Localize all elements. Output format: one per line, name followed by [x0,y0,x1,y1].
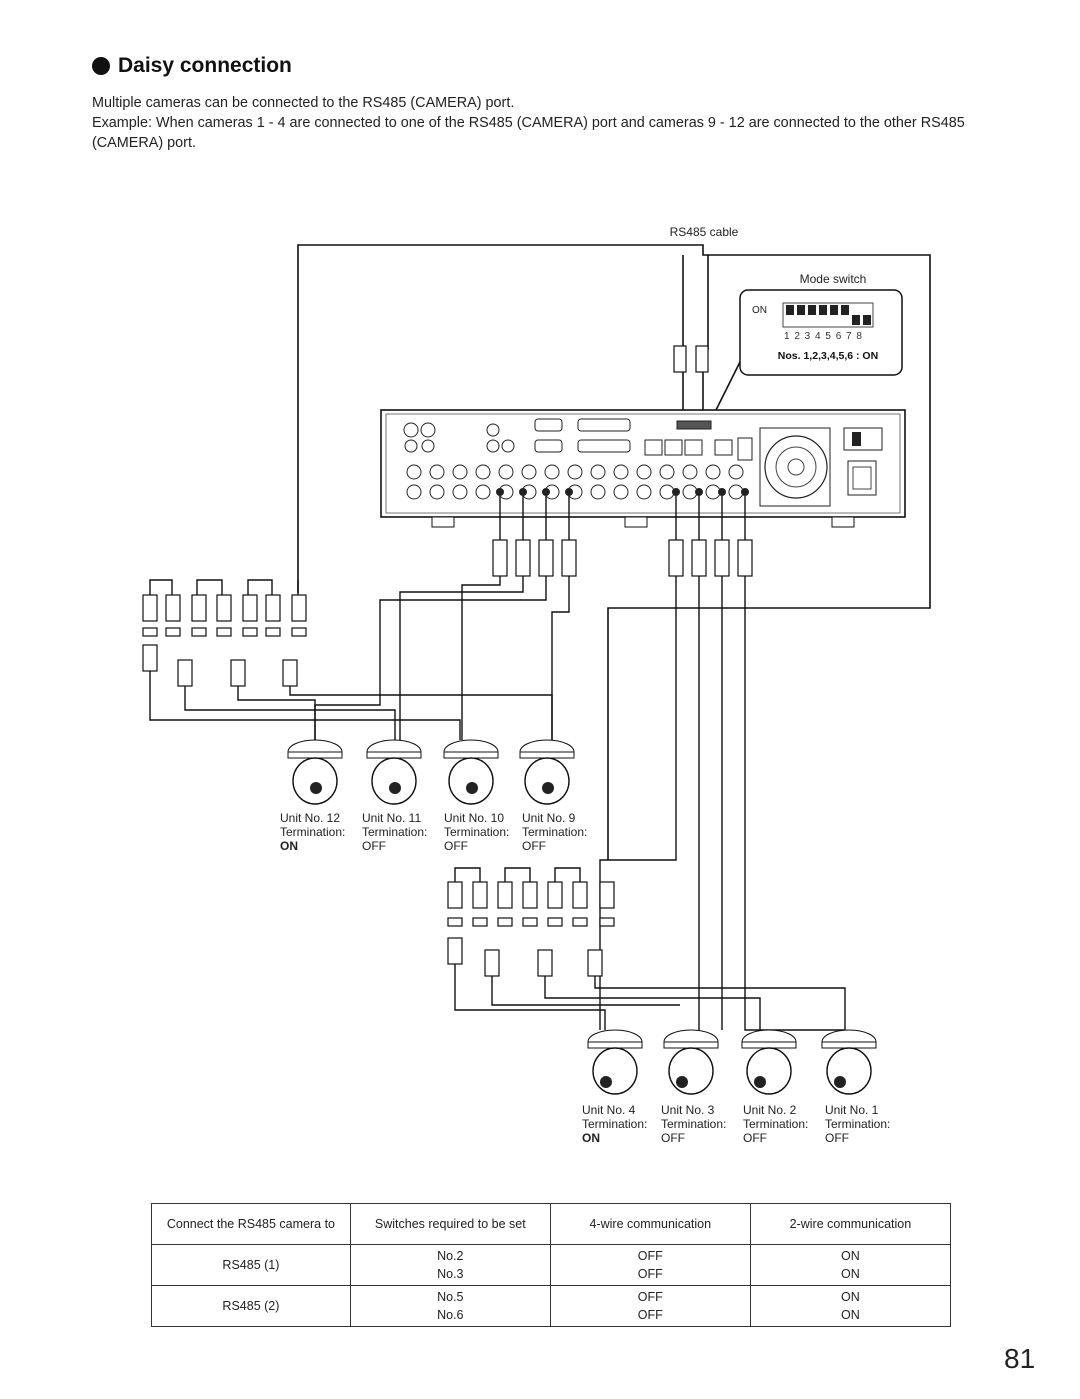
bnc-connector-group [492,539,753,577]
column-header-port: Connect the RS485 camera to [151,1203,351,1245]
two-wire-value: ON [841,1249,860,1263]
camera-label-termination: Termination: [362,825,427,839]
four-wire-value: OFF [637,1267,663,1281]
camera-label-state: OFF [743,1131,767,1145]
camera-label-termination: Termination: [522,825,587,839]
column-header-2-wire: 2-wire communication [749,1203,952,1245]
camera-label-termination: Termination: [661,1117,726,1131]
mode-switch-panel: Mode switch ON 1 2 3 4 5 6 7 8 Nos. 1,2,… [739,272,903,376]
camera-unit-11 [366,739,422,805]
rs485-cable-label: RS485 cable [670,225,739,239]
switch-value: No.3 [437,1267,464,1281]
dip-switch-bank [782,302,874,328]
camera-label-termination: Termination: [825,1117,890,1131]
cell-switches: No.2 No.3 [349,1244,551,1286]
column-header-4-wire: 4-wire communication [549,1203,751,1245]
camera-unit-1 [821,1029,877,1095]
camera-label-state: ON [280,839,298,853]
two-wire-value: ON [841,1290,860,1304]
cell-port: RS485 (2) [151,1285,351,1327]
four-wire-value: OFF [637,1249,663,1263]
four-wire-value: OFF [637,1308,663,1322]
camera-label-state: OFF [661,1131,685,1145]
section-heading: Daisy connection [92,54,292,78]
table-header-row: Connect the RS485 camera to Switches req… [151,1203,952,1245]
cell-4-wire: OFF OFF [549,1285,751,1327]
camera-label-unit: Unit No. 2 [743,1103,797,1117]
camera-label-unit: Unit No. 12 [280,811,340,825]
switch-settings-table: Connect the RS485 camera to Switches req… [151,1203,952,1327]
switch-value: No.6 [437,1308,464,1322]
intro-line-1: Multiple cameras can be connected to the… [92,95,515,111]
camera-label-termination: Termination: [743,1117,808,1131]
camera-label-state: OFF [444,839,468,853]
camera-unit-9 [519,739,575,805]
table-row: RS485 (1) No.2 No.3 OFF OFF ON ON [151,1244,952,1286]
camera-label-unit: Unit No. 10 [444,811,504,825]
camera-unit-3 [663,1029,719,1095]
mode-switch-numbers: 1 2 3 4 5 6 7 8 [784,331,863,342]
cell-switches: No.5 No.6 [349,1285,551,1327]
page-number: 81 [1004,1343,1036,1374]
camera-label-unit: Unit No. 3 [661,1103,715,1117]
camera-label-unit: Unit No. 4 [582,1103,636,1117]
camera-label-state: OFF [825,1131,849,1145]
camera-label-unit: Unit No. 1 [825,1103,879,1117]
switch-value: No.5 [437,1290,464,1304]
two-wire-value: ON [841,1308,860,1322]
recorder-rear-panel [380,409,906,528]
mode-switch-title: Mode switch [800,272,867,286]
camera-unit-2 [741,1029,797,1095]
camera-label-unit: Unit No. 9 [522,811,576,825]
camera-label-state: OFF [522,839,546,853]
camera-label-state: OFF [362,839,386,853]
bullet-icon [92,57,110,75]
camera-label-termination: Termination: [582,1117,647,1131]
column-header-switches: Switches required to be set [349,1203,551,1245]
camera-label-unit: Unit No. 11 [362,811,421,825]
rs485-plug-pair [673,345,709,373]
camera-label-state: ON [582,1131,600,1145]
camera-unit-10 [443,739,499,805]
table-row: RS485 (2) No.5 No.6 OFF OFF ON ON [151,1285,952,1327]
cell-4-wire: OFF OFF [549,1244,751,1286]
cell-2-wire: ON ON [749,1285,952,1327]
intro-line-2: Example: When cameras 1 - 4 are connecte… [92,115,965,151]
switch-value: No.2 [437,1249,464,1263]
mode-switch-on-label: ON [752,305,767,316]
cell-2-wire: ON ON [749,1244,952,1286]
heading-title: Daisy connection [118,54,292,77]
two-wire-value: ON [841,1267,860,1281]
camera-unit-12 [287,739,343,805]
camera-label-termination: Termination: [444,825,509,839]
four-wire-value: OFF [637,1290,663,1304]
mode-switch-note: Nos. 1,2,3,4,5,6 : ON [778,350,878,362]
switch-settings-table-wrap: Connect the RS485 camera to Switches req… [151,1203,952,1327]
cell-port: RS485 (1) [151,1244,351,1286]
camera-unit-4 [587,1029,643,1095]
lower-daisy-chain [447,867,846,1030]
camera-label-termination: Termination: [280,825,345,839]
upper-daisy-chain [142,579,553,740]
intro-text: Multiple cameras can be connected to the… [92,93,997,153]
daisy-connection-diagram: RS485 cable Mode switch ON 1 2 3 4 5 6 7… [142,225,931,1145]
rs485-cable-loop [297,244,931,860]
